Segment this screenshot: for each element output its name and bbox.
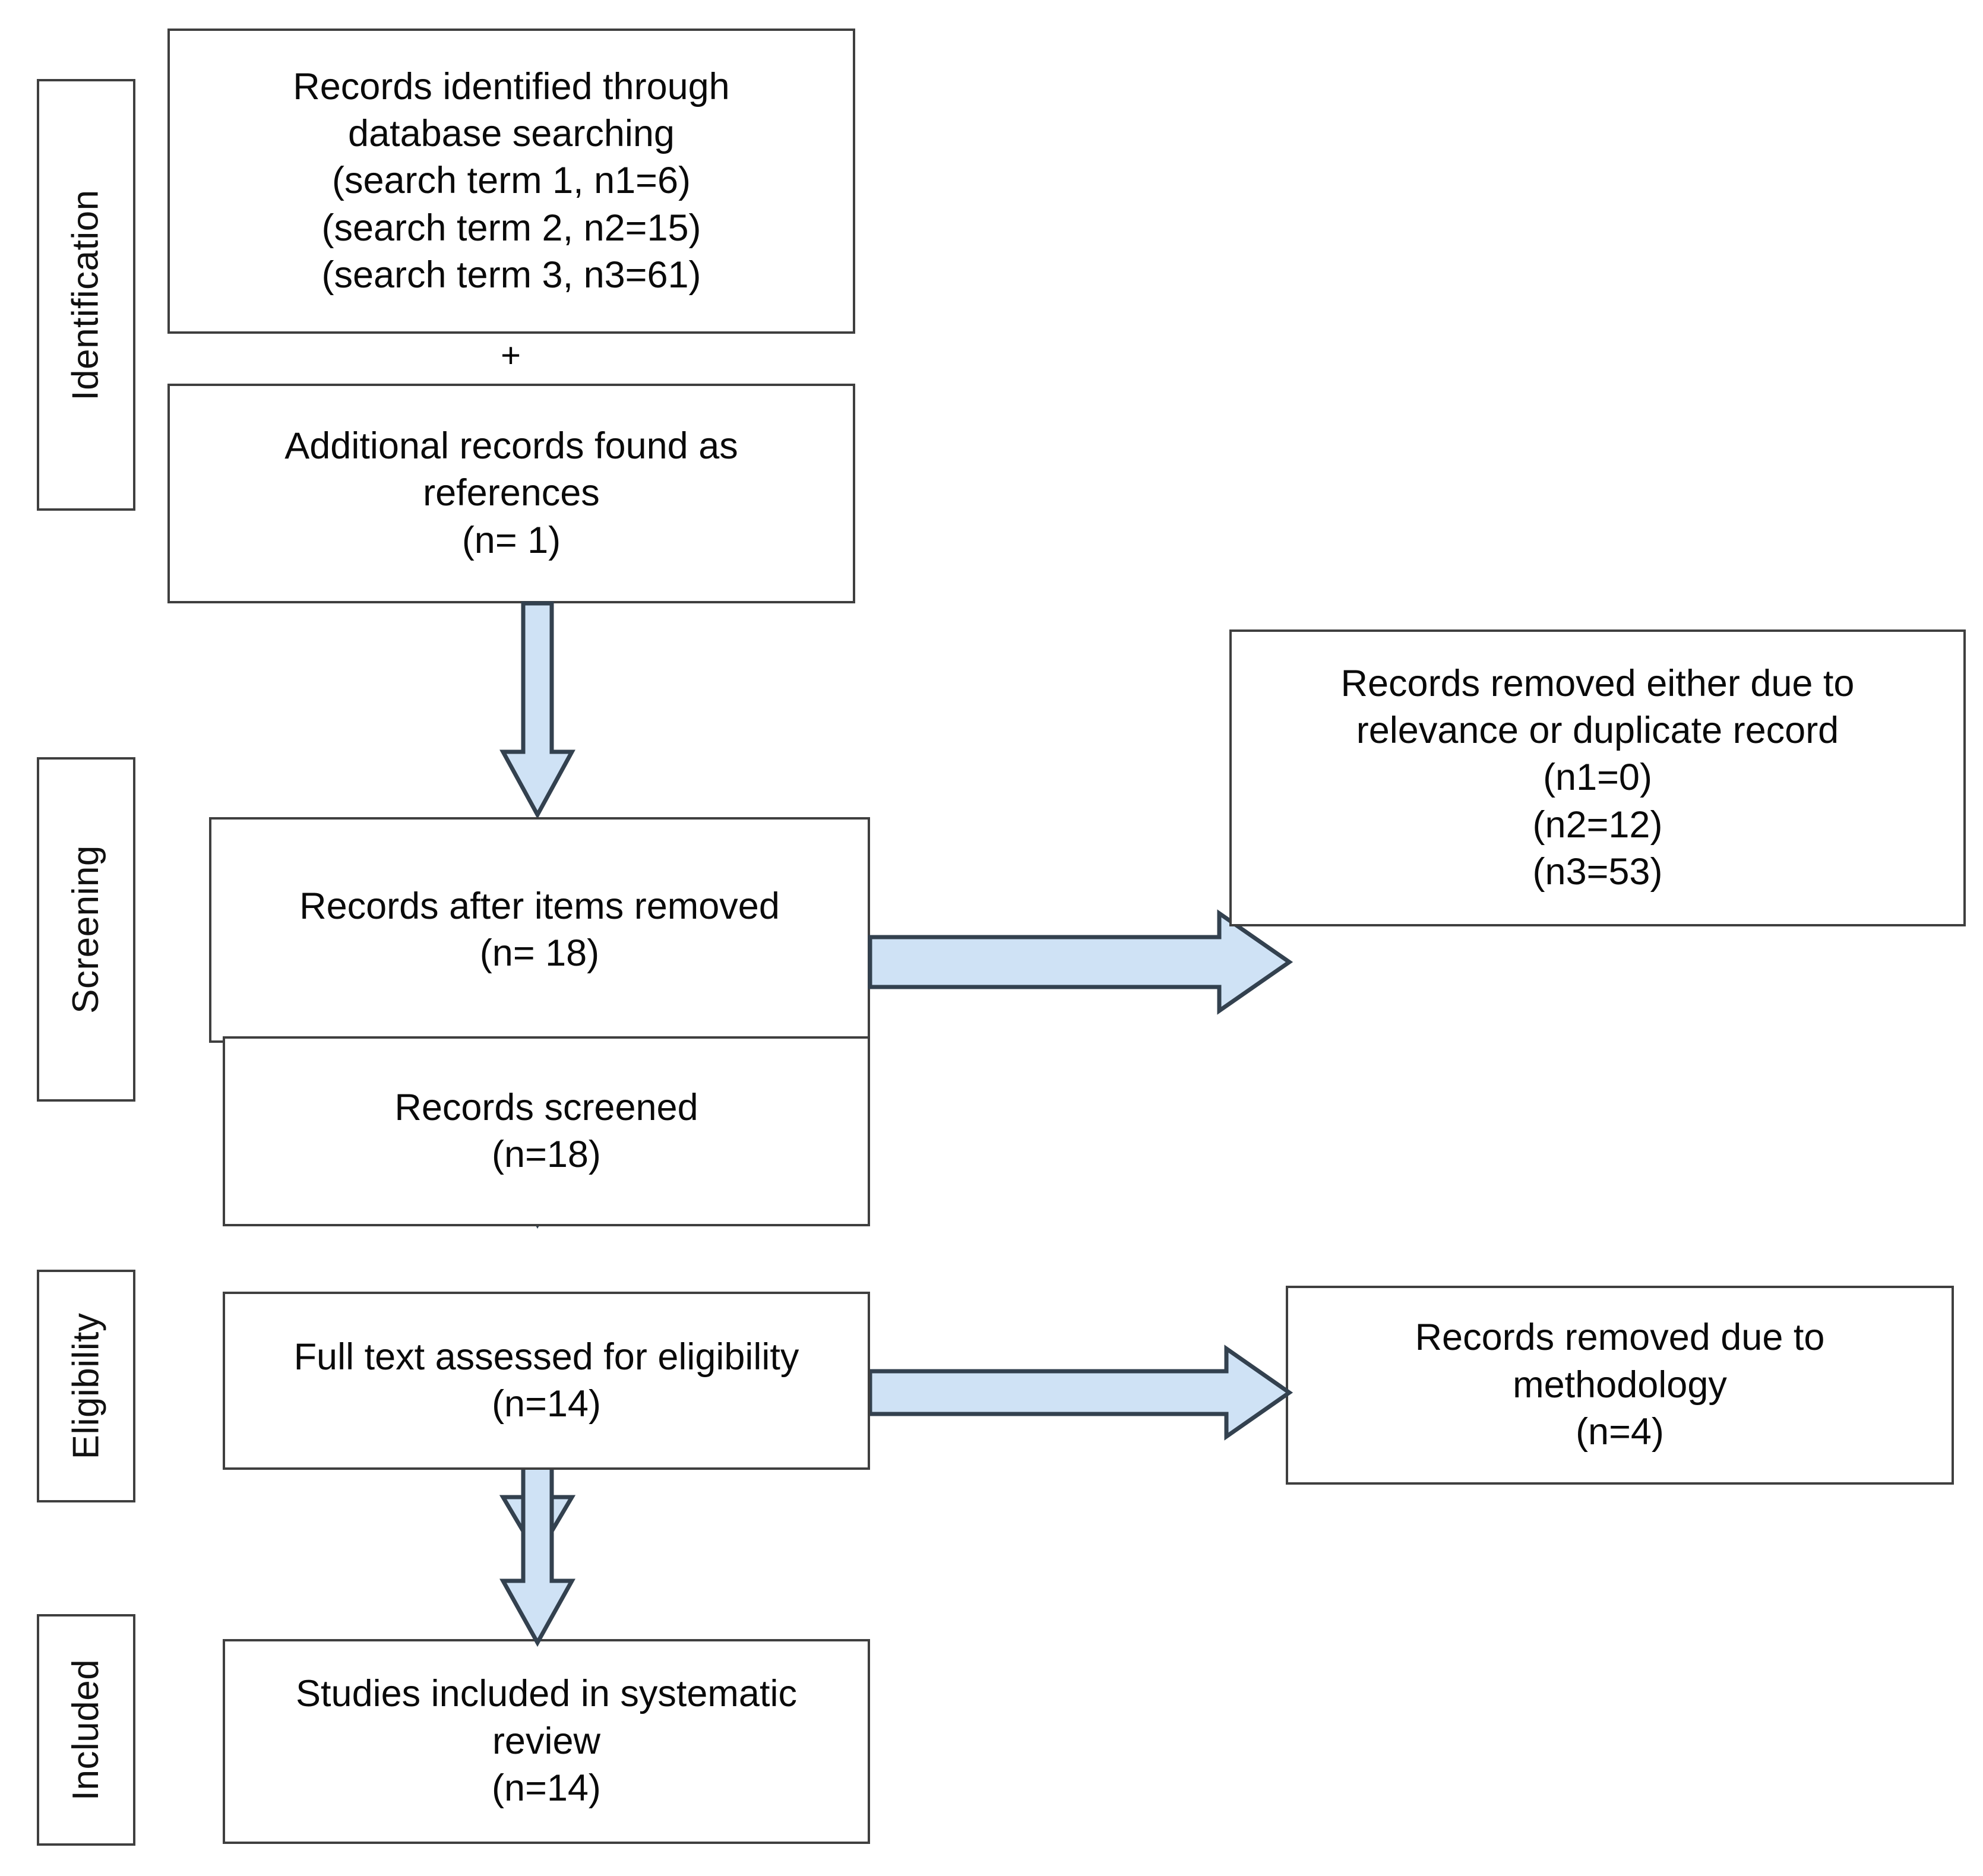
box-records-identified: Records identified through database sear… — [167, 29, 855, 334]
box-records-screened-main: Records screened (n=18) — [223, 1036, 870, 1226]
box-records-after-removal-text: Records after items removed (n= 18) — [299, 885, 780, 974]
arrow-right-to-removed-methodology — [868, 1344, 1293, 1441]
box-additional-records: Additional records found as references (… — [167, 384, 855, 603]
box-full-text-assessed-main: Full text assessed for eligibility (n=14… — [223, 1292, 870, 1470]
box-additional-records-text: Additional records found as references (… — [284, 425, 738, 561]
box-records-removed-methodology-text: Records removed due to methodology (n=4) — [1415, 1317, 1825, 1453]
box-records-screened-text: Records screened (n=18) — [394, 1086, 698, 1175]
stage-label-eligibility: Eligibility — [37, 1270, 135, 1502]
box-records-removed-relevance-text: Records removed either due to relevance … — [1340, 662, 1855, 893]
stage-label-eligibility-text: Eligibility — [65, 1312, 107, 1460]
stage-label-identification: Identification — [37, 79, 135, 511]
stage-label-screening: Screening — [37, 757, 135, 1102]
arrow-down-fulltext-to-included — [499, 1453, 575, 1647]
box-records-removed-methodology: Records removed due to methodology (n=4) — [1286, 1286, 1954, 1485]
box-records-removed-relevance: Records removed either due to relevance … — [1229, 629, 1966, 926]
box-studies-included-text: Studies included in systematic review (n… — [296, 1673, 797, 1809]
box-full-text-assessed-text: Full text assessed for eligibility (n=14… — [293, 1336, 799, 1425]
box-records-identified-text: Records identified through database sear… — [293, 65, 730, 296]
stage-label-screening-text: Screening — [65, 845, 106, 1014]
plus-connector: + — [487, 338, 535, 373]
stage-label-included: Included — [37, 1614, 135, 1846]
box-studies-included: Studies included in systematic review (n… — [223, 1639, 870, 1844]
arrow-right-to-removed-relevance — [868, 909, 1293, 1015]
arrow-down-identification-to-screening — [499, 601, 575, 820]
stage-label-identification-text: Identification — [65, 189, 106, 401]
box-records-after-removal: Records after items removed (n= 18) — [209, 817, 870, 1043]
stage-label-included-text: Included — [65, 1659, 107, 1801]
plus-connector-text: + — [501, 336, 521, 375]
